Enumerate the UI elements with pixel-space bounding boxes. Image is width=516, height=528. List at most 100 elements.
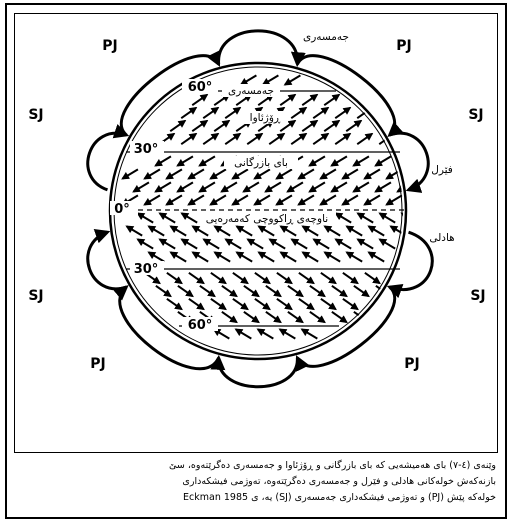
wind-arrow	[170, 121, 185, 131]
wind-arrow	[192, 95, 207, 105]
wind-arrow	[277, 273, 292, 283]
wind-arrow	[203, 108, 218, 118]
latitude-label-60n: 60°	[188, 80, 213, 95]
wind-arrow	[314, 239, 329, 248]
wind-arrow	[226, 239, 241, 248]
circulation-loop	[219, 31, 298, 64]
wind-arrow	[266, 286, 281, 296]
wind-arrow	[299, 195, 314, 204]
wind-arrow	[255, 273, 270, 283]
wind-arrow	[192, 121, 207, 131]
wind-arrow	[291, 134, 306, 144]
wind-arrow	[156, 156, 171, 165]
belt-label-polar: جەمسەری	[228, 85, 274, 97]
wind-arrow	[233, 299, 248, 309]
wind-arrow	[237, 252, 252, 261]
wind-arrow	[181, 108, 196, 118]
wind-arrow	[354, 156, 369, 165]
wind-arrow	[343, 195, 358, 204]
wind-arrow	[277, 299, 292, 309]
wind-arrow	[236, 329, 251, 338]
wind-arrow	[402, 213, 417, 222]
wind-arrow	[211, 273, 226, 283]
belt-label-trade-winds: بای بازرگانی	[234, 156, 288, 169]
wind-arrow	[222, 182, 237, 191]
wind-arrow	[167, 169, 182, 178]
wind-arrow	[332, 286, 347, 296]
wind-arrow	[255, 299, 270, 309]
wind-arrow	[149, 226, 164, 235]
wind-arrow	[182, 239, 197, 248]
wind-arrow	[178, 182, 193, 191]
wind-arrow	[156, 286, 171, 296]
wind-arrow	[145, 195, 160, 204]
wind-arrow	[222, 312, 237, 322]
wind-arrow	[321, 299, 336, 309]
wind-arrow	[127, 226, 142, 235]
wind-arrow	[211, 299, 226, 309]
wind-arrow	[313, 108, 328, 118]
latitude-label-30n: 30°	[134, 142, 159, 157]
wind-arrow	[233, 273, 248, 283]
wind-arrow	[200, 156, 215, 165]
cell-label-ferrel: فێرل	[431, 164, 453, 176]
wind-arrow	[266, 182, 281, 191]
wind-arrow	[365, 195, 380, 204]
figure-caption: وێنەی (٤-٧) بای هەمیشەیی کە بای بازرگانی…	[18, 458, 496, 506]
circulation-loop	[88, 133, 127, 190]
wind-arrow	[225, 134, 240, 144]
wind-arrow	[288, 286, 303, 296]
wind-arrow	[325, 252, 340, 261]
wind-arrow	[193, 226, 208, 235]
wind-arrow	[332, 312, 347, 322]
wind-arrow	[369, 252, 384, 261]
latitude-label-30s: 30°	[134, 262, 159, 277]
wind-arrow	[380, 213, 395, 222]
wind-arrow	[247, 134, 262, 144]
jet-label-sj-left-upper: SJ	[28, 107, 43, 123]
wind-arrow	[258, 329, 273, 338]
wind-arrow	[343, 273, 358, 283]
wind-arrow	[277, 195, 292, 204]
belt-label-westerlies: ڕۆژئاوا	[250, 112, 281, 124]
wind-arrow	[259, 226, 274, 235]
wind-arrow	[200, 182, 215, 191]
caption-line-3: خولەکە پێش (PJ) و تەوژمی فیشکەداری جەمسە…	[18, 490, 496, 506]
wind-arrow	[244, 286, 259, 296]
wind-arrow	[204, 239, 219, 248]
wind-arrow	[167, 273, 182, 283]
wind-arrow	[215, 252, 230, 261]
wind-arrow	[324, 95, 339, 105]
wind-arrow	[244, 182, 259, 191]
belt-label-itcz: ناوچەی ڕاکووچی کەمەرەیی	[206, 213, 328, 225]
jet-label-pj-bottom-left: PJ	[90, 356, 105, 372]
wind-arrow	[302, 95, 317, 105]
caption-line-1: وێنەی (٤-٧) بای هەمیشەیی کە بای بازرگانی…	[18, 458, 496, 474]
wind-arrow	[346, 121, 361, 131]
wind-arrow	[277, 169, 292, 178]
wind-arrow	[358, 213, 373, 222]
wind-arrow	[347, 226, 362, 235]
latitude-label-60s: 60°	[188, 318, 213, 333]
wind-arrow	[233, 195, 248, 204]
wind-arrow	[255, 169, 270, 178]
wind-arrow	[280, 95, 295, 105]
wind-arrow	[241, 75, 256, 84]
circulation-loop	[297, 287, 394, 366]
wind-arrow	[182, 213, 197, 222]
wind-arrow	[123, 169, 138, 178]
wind-arrow	[343, 299, 358, 309]
wind-arrow	[303, 226, 318, 235]
wind-arrow	[189, 169, 204, 178]
wind-arrow	[171, 252, 186, 261]
wind-arrow	[145, 169, 160, 178]
circulation-loop	[390, 133, 429, 190]
wind-arrow	[347, 252, 362, 261]
wind-arrow	[321, 195, 336, 204]
wind-arrow	[365, 273, 380, 283]
wind-arrow	[189, 273, 204, 283]
wind-arrow	[178, 156, 193, 165]
wind-arrow	[160, 239, 175, 248]
wind-arrow	[288, 312, 303, 322]
wind-arrow	[321, 169, 336, 178]
